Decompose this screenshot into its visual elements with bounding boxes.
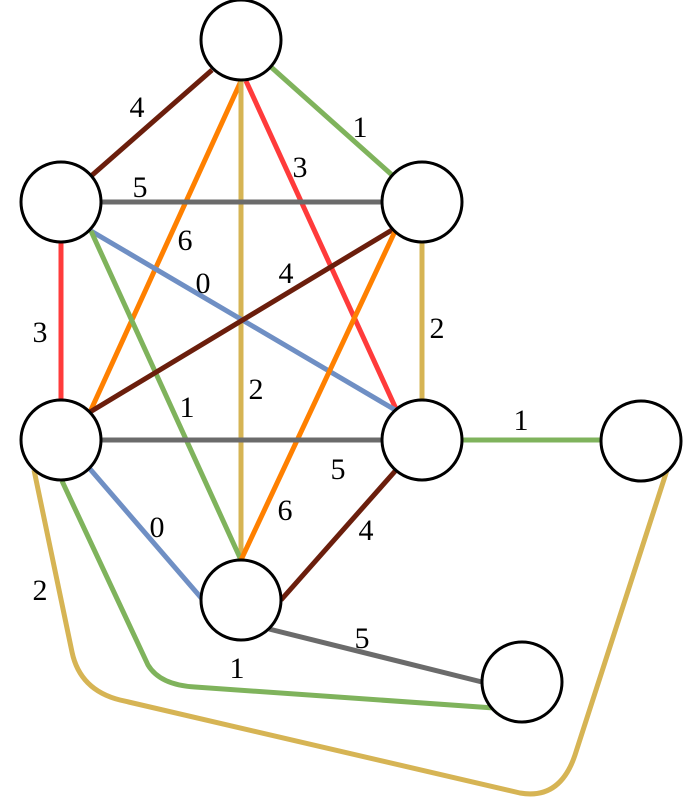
edge-weight-b-c: 5	[133, 171, 148, 204]
edge-a-e	[243, 79, 400, 413]
edge-weight-b-d: 3	[33, 316, 48, 349]
nodes-layer	[19, 0, 683, 724]
node-e	[380, 398, 464, 482]
node-f	[599, 399, 683, 483]
edge-e-g	[279, 467, 399, 602]
edge-weight-d-g: 0	[150, 511, 165, 544]
node-a	[199, 0, 283, 82]
edge-weight-a-d: 6	[178, 224, 193, 257]
edge-weight-a-e: 3	[293, 151, 308, 184]
edge-weight-a-g: 2	[249, 373, 264, 406]
edge-c-g	[238, 225, 400, 562]
edge-weight-a-c: 1	[353, 111, 368, 144]
node-b	[19, 160, 103, 244]
node-h	[480, 640, 564, 724]
edge-weight-c-d: 4	[279, 257, 294, 290]
edge-c-d	[88, 224, 399, 415]
edge-b-g	[88, 229, 244, 562]
edge-weight-g-h: 5	[355, 622, 370, 655]
edge-weight-d-e: 5	[331, 453, 346, 486]
edge-weight-c-e: 2	[430, 312, 445, 345]
edge-weight-b-g: 1	[180, 391, 195, 424]
edge-weight-a-b: 4	[130, 91, 145, 124]
edge-weight-b-e: 0	[196, 267, 211, 300]
edge-weight-e-g: 4	[359, 514, 374, 547]
edge-a-c	[269, 65, 394, 177]
edge-weight-d-f: 2	[33, 574, 48, 607]
edge-a-d	[87, 79, 244, 414]
node-d	[19, 398, 103, 482]
edges-layer	[31, 65, 671, 797]
edge-g-h	[268, 626, 483, 685]
node-g	[199, 558, 283, 642]
edge-weight-e-f: 1	[514, 404, 529, 437]
edge-weight-d-h: 1	[230, 652, 245, 685]
edge-a-b	[88, 68, 214, 179]
edge-weight-c-g: 6	[278, 494, 293, 527]
edge-d-g	[88, 467, 205, 602]
edge-d-h	[59, 479, 495, 711]
edge-d-f	[31, 466, 671, 797]
node-c	[380, 160, 464, 244]
